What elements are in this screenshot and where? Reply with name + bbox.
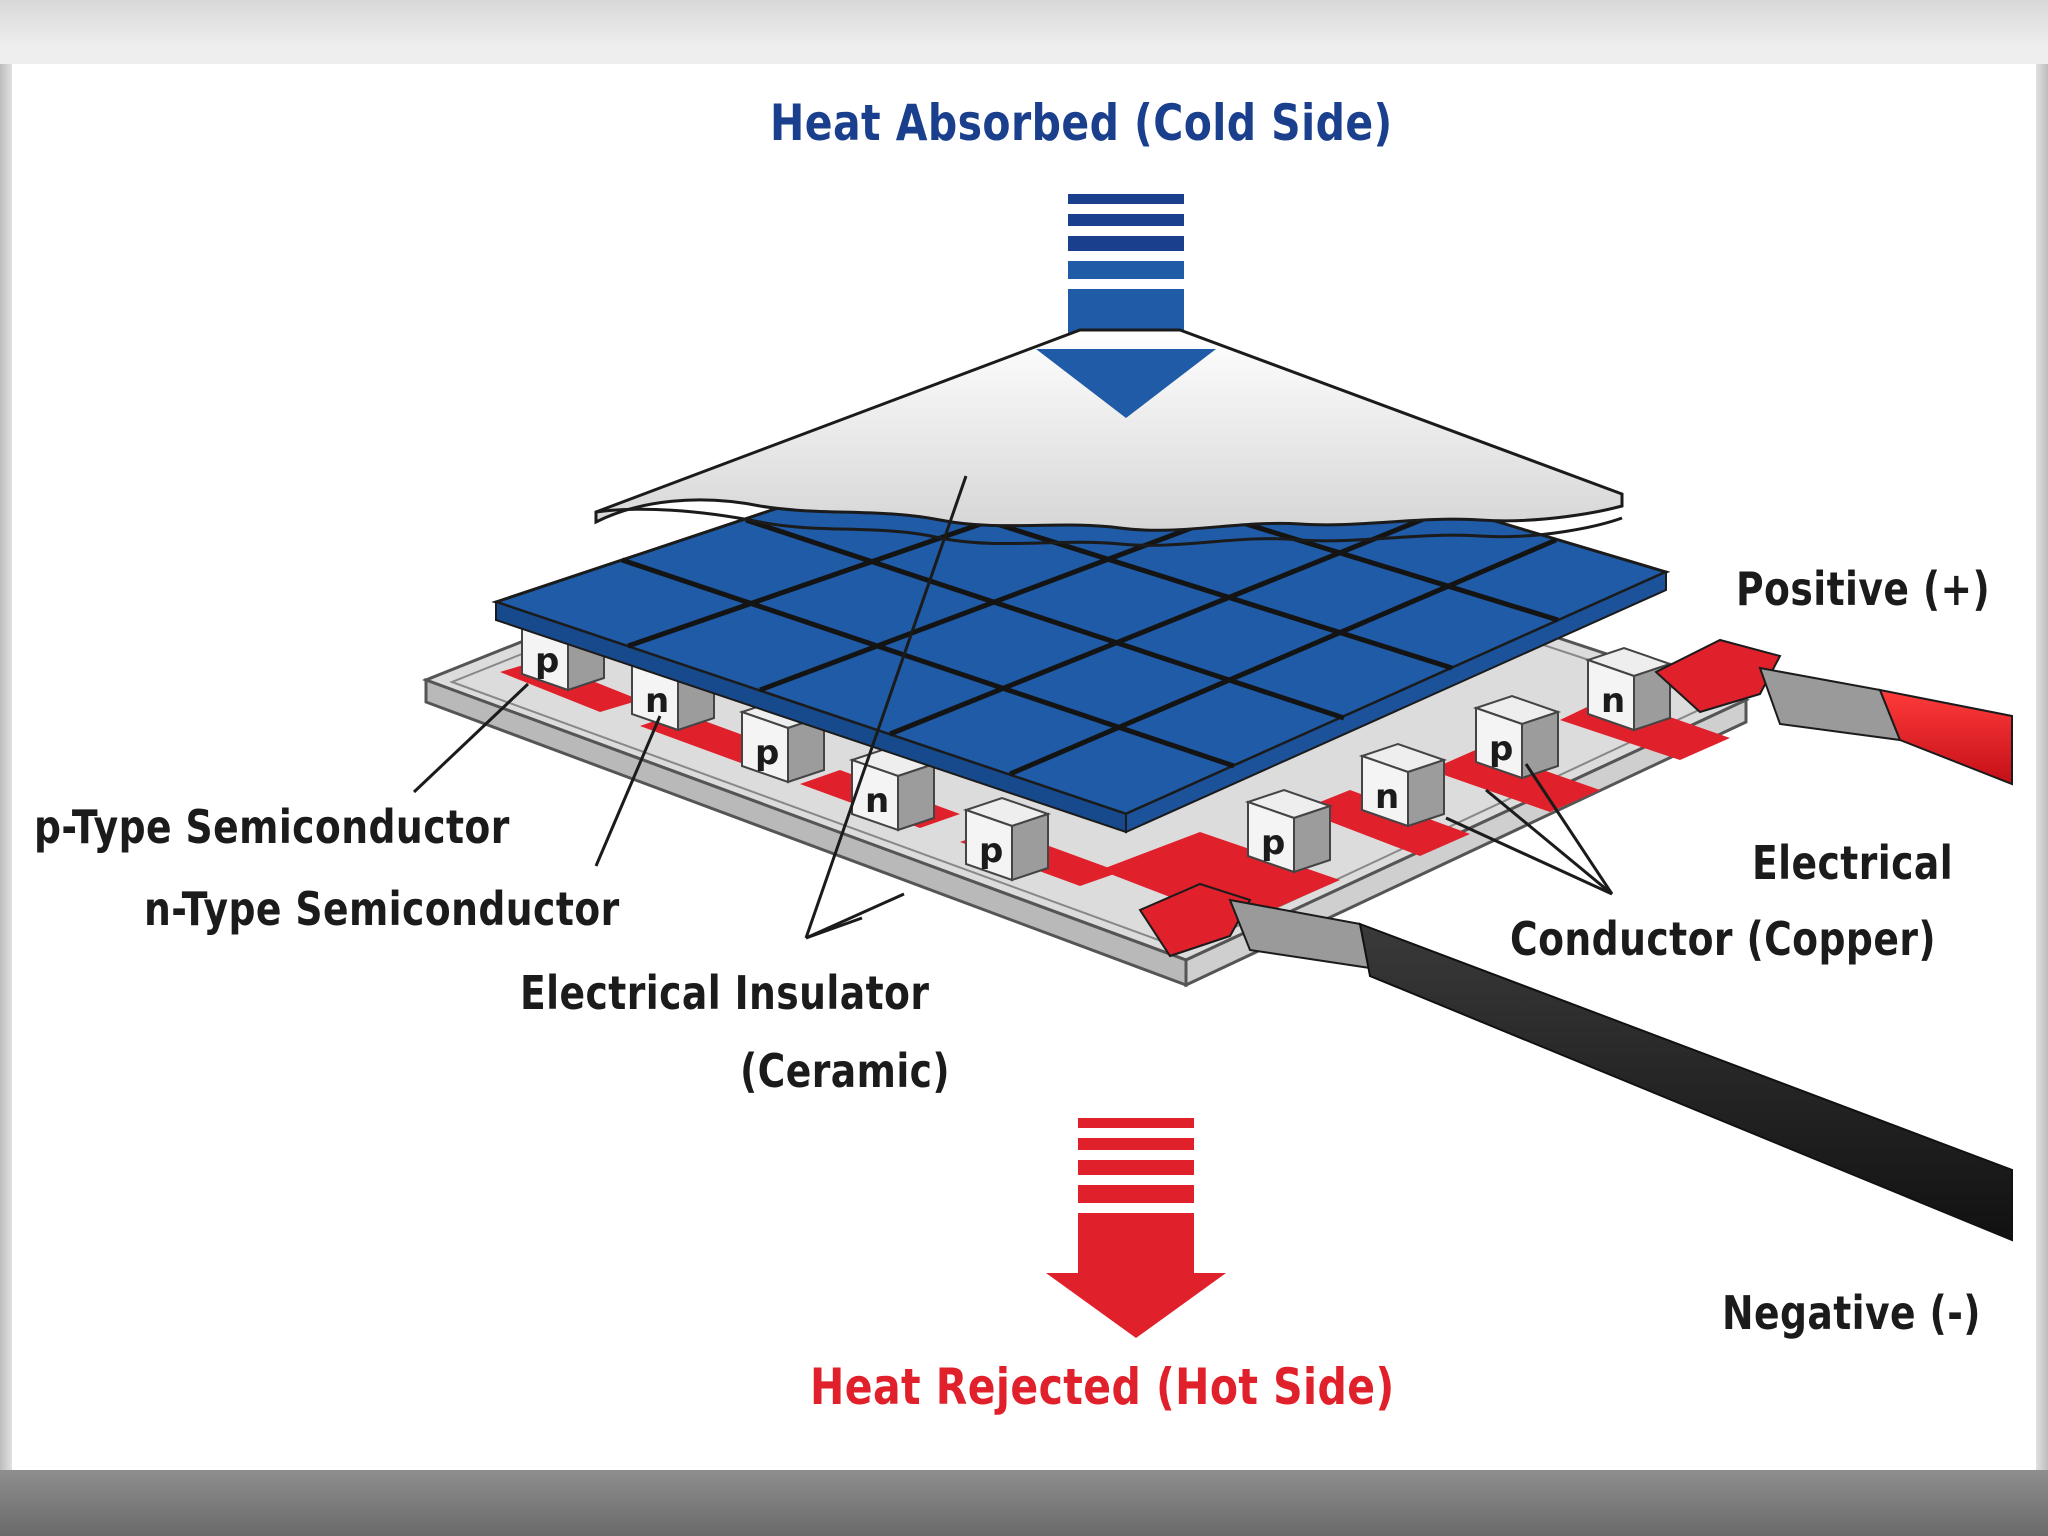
negative-terminal-label: Negative (-) [1722, 1286, 1981, 1340]
pellet-label: n [865, 781, 889, 821]
pellet-label: p [1261, 823, 1285, 863]
insulator-label-line2: (Ceramic) [740, 1044, 950, 1098]
pellet-label: n [1375, 777, 1399, 817]
pellet-n: n [1362, 744, 1444, 826]
hot-side-title: Heat Rejected (Hot Side) [810, 1358, 1395, 1416]
conductor-label-line1: Electrical [1752, 836, 1953, 890]
cold-side-title: Heat Absorbed (Cold Side) [770, 94, 1393, 152]
pellet-label: n [1601, 681, 1625, 721]
pellet-p: p [1248, 790, 1330, 872]
pellet-p: p [1476, 696, 1558, 778]
n-type-label: n-Type Semiconductor [144, 882, 620, 936]
pellet-label: n [645, 681, 669, 721]
positive-terminal-label: Positive (+) [1736, 562, 1990, 616]
pellet-label: p [535, 641, 559, 681]
p-type-label: p-Type Semiconductor [34, 800, 510, 854]
pellet-n: n [1588, 648, 1670, 730]
pellet-label: p [755, 733, 779, 773]
conductor-label-line2: Conductor (Copper) [1510, 912, 1936, 966]
pellet-label: p [1489, 729, 1513, 769]
pellet-label: p [979, 831, 1003, 871]
hot-side-arrow-icon [1046, 1118, 1226, 1338]
pellet-p: p [966, 798, 1048, 880]
insulator-label-line1: Electrical Insulator [520, 966, 929, 1020]
